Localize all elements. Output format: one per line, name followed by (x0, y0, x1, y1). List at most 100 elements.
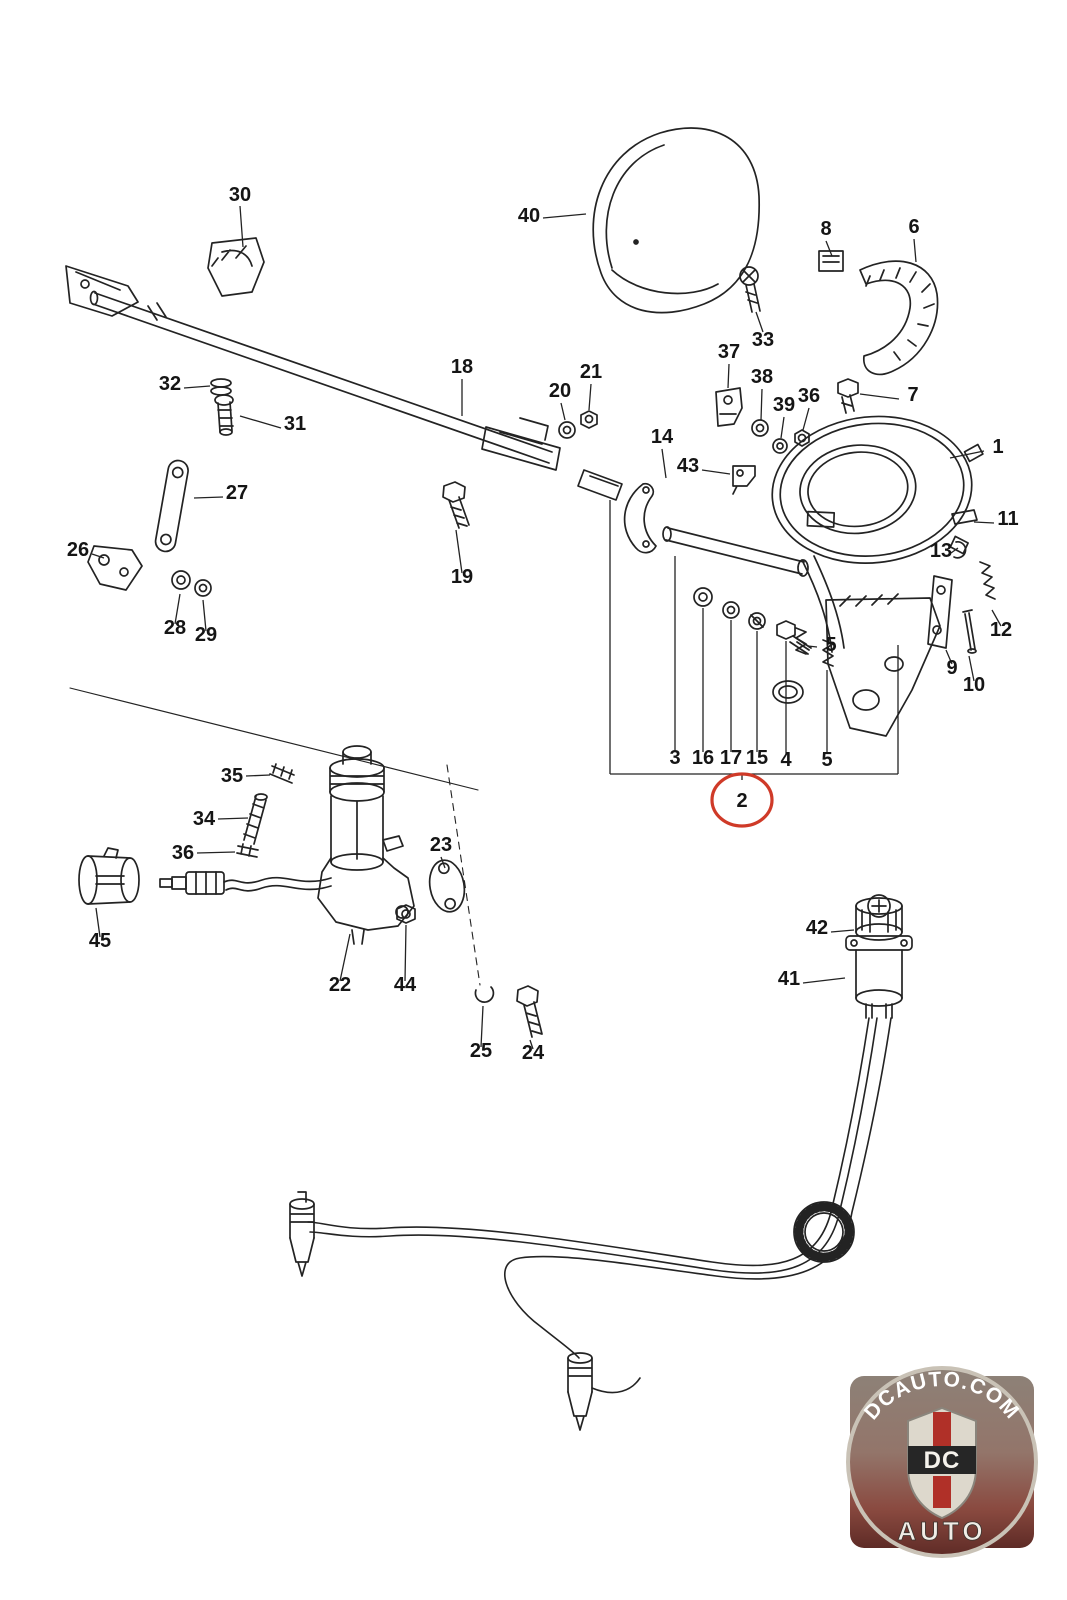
part-grommet (793, 1201, 855, 1263)
part-label-34: 34 (193, 808, 216, 830)
part-label-20: 20 (549, 380, 571, 402)
part-label-44: 44 (394, 974, 417, 996)
part-7-bolt (837, 378, 859, 414)
part-label-42: 42 (806, 917, 828, 939)
part-23-plate (428, 859, 466, 913)
part-label-27: 27 (226, 482, 248, 504)
part-label-36b: 36 (172, 842, 194, 864)
part-label-18: 18 (451, 356, 473, 378)
part-37-switch (715, 387, 743, 427)
part-label-1: 1 (992, 436, 1003, 458)
part-29-washer (194, 579, 212, 597)
part-label-3: 3 (669, 747, 680, 769)
part-check-valve-bottom (567, 1352, 593, 1431)
part-label-13: 13 (930, 540, 952, 562)
part-label-19: 19 (451, 566, 473, 588)
part-21-nut (580, 410, 598, 429)
part-label-2-highlighted: 2 (736, 790, 747, 812)
part-labels: 30 40 8 6 33 37 38 39 36 18 21 20 32 31 … (67, 184, 1019, 1064)
part-41-reservoir (845, 935, 913, 1019)
part-32-washers (210, 378, 232, 396)
leader-lines (91, 205, 1002, 1050)
part-label-10: 10 (963, 674, 985, 696)
part-label-25: 25 (470, 1040, 492, 1062)
part-label-24: 24 (522, 1042, 545, 1064)
part-28-washer (171, 570, 191, 590)
logo-shield-band (908, 1446, 976, 1474)
part-label-39: 39 (773, 394, 795, 416)
part-42-cap (855, 894, 903, 941)
part-45-clamp (78, 847, 140, 905)
part-2-pivot-assembly (662, 526, 845, 704)
part-label-29: 29 (195, 624, 217, 646)
part-9-lever (927, 575, 953, 649)
diagram-artwork (65, 127, 996, 1431)
part-label-5b: 5 (821, 749, 832, 771)
part-36b-stud (236, 843, 259, 858)
part-36a-nut (794, 429, 810, 447)
part-44-nut (396, 904, 416, 924)
part-22-pump (159, 745, 415, 945)
part-label-8: 8 (820, 218, 831, 240)
part-26-lever (87, 545, 143, 591)
part-label-30: 30 (229, 184, 251, 206)
part-12-spring (979, 561, 996, 600)
part-mount-bracket (825, 593, 941, 737)
part-label-17: 17 (720, 747, 742, 769)
logo-shield-stripe-bottom (933, 1476, 951, 1508)
part-30-bracket (207, 237, 265, 297)
part-43-bracket (732, 465, 756, 495)
part-10-pin (962, 609, 977, 654)
part-35-stud (269, 763, 295, 784)
part-label-37: 37 (718, 341, 740, 363)
part-40-headlight-shell (592, 127, 761, 314)
part-label-38: 38 (751, 366, 773, 388)
part-6-bracket (859, 260, 939, 376)
part-label-12: 12 (990, 619, 1012, 641)
part-label-31: 31 (284, 413, 306, 435)
part-label-14: 14 (651, 426, 674, 448)
part-39-washer (772, 438, 788, 454)
part-label-35: 35 (221, 765, 243, 787)
part-check-valve-left (289, 1191, 315, 1277)
part-label-4: 4 (780, 749, 792, 771)
part-1-headlight-ring (771, 415, 984, 564)
part-label-6: 6 (908, 216, 919, 238)
part-label-28: 28 (164, 617, 186, 639)
part-20-washer (558, 421, 576, 439)
logo-monogram: DC (924, 1447, 961, 1474)
part-label-22: 22 (329, 974, 351, 996)
part-31-bolt (214, 394, 234, 436)
part-25-clip (474, 986, 495, 1003)
part-13-clip (953, 541, 967, 559)
part-34-stud (243, 793, 268, 845)
part-label-7: 7 (907, 384, 918, 406)
part-label-41: 41 (778, 968, 800, 990)
part-19-bolt (442, 481, 470, 529)
logo-shield-stripe-top (933, 1412, 951, 1446)
part-label-45: 45 (89, 930, 111, 952)
part-label-5a: 5 (825, 634, 836, 656)
part-8-clip (818, 250, 844, 272)
part-label-36a: 36 (798, 385, 820, 407)
highlight-circle-part-2 (710, 772, 774, 828)
part-label-40: 40 (518, 205, 540, 227)
part-torsion-rod (65, 265, 623, 501)
reference-lines (69, 687, 481, 986)
part-label-26: 26 (67, 539, 89, 561)
part-label-23: 23 (430, 834, 452, 856)
part-label-43: 43 (677, 455, 699, 477)
part-14-curved-arm (623, 482, 657, 554)
part-11-plate (951, 509, 978, 525)
part-label-11: 11 (997, 508, 1018, 530)
dcauto-logo: DCAUTO.COM DC AUTO (846, 1366, 1038, 1558)
part-label-16: 16 (692, 747, 714, 769)
part-label-21: 21 (580, 361, 602, 383)
part-label-33: 33 (752, 329, 774, 351)
part-38-washer (751, 419, 769, 437)
part-27-link (154, 459, 189, 553)
logo-word: AUTO (897, 1516, 986, 1546)
part-33-screw (739, 266, 761, 313)
part-24-bolt (516, 985, 543, 1038)
